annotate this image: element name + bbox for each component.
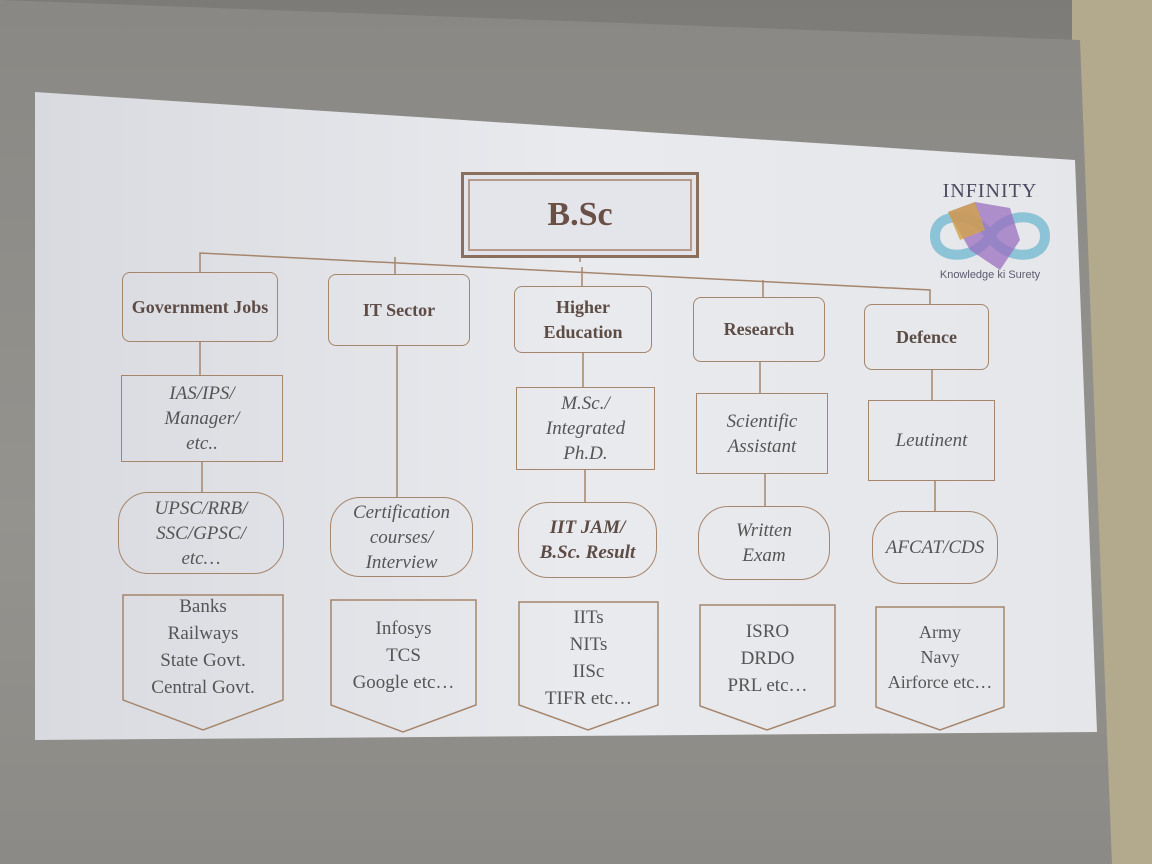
category-research: Research	[693, 297, 825, 362]
destination: PRL etc…	[727, 675, 808, 696]
destination: Airforce etc…	[887, 672, 993, 692]
destination: TCS	[386, 645, 421, 666]
destinations-research: ISRO DRDO PRL etc…	[700, 612, 835, 699]
destination-shape	[699, 604, 836, 731]
destination: Infosys	[375, 618, 432, 639]
destination-shape	[122, 594, 284, 731]
category-higher-education: Higher Education	[514, 286, 652, 353]
destination: Railways	[167, 623, 239, 644]
category-it-sector: IT Sector	[328, 274, 470, 346]
category-defence: Defence	[864, 304, 989, 370]
role-defence: Leutinent	[868, 400, 995, 481]
exam-defence: AFCAT/CDS	[872, 511, 998, 584]
destinations-defence: Army Navy Airforce etc…	[876, 614, 1004, 695]
destinations-it: Infosys TCS Google etc…	[331, 609, 476, 696]
destination: TIFR etc…	[544, 688, 633, 709]
infinity-logo-icon	[929, 202, 1051, 270]
destination-shape	[875, 606, 1005, 731]
exam-higher-education: IIT JAM/ B.Sc. Result	[518, 502, 657, 578]
role-government: IAS/IPS/ Manager/ etc..	[121, 375, 283, 462]
logo-title: INFINITY	[942, 180, 1038, 202]
exam-government: UPSC/RRB/ SSC/GPSC/ etc…	[118, 492, 284, 574]
exam-it-sector: Certification courses/ Interview	[330, 497, 473, 577]
destination: State Govt.	[160, 650, 246, 671]
destination: Navy	[920, 647, 960, 667]
role-research: Scientific Assistant	[696, 393, 828, 474]
destinations-government: Banks Railways State Govt. Central Govt.	[123, 594, 283, 698]
destination: Google etc…	[352, 672, 455, 693]
destination: Army	[919, 622, 961, 642]
logo-tagline: Knowledge ki Surety	[939, 269, 1041, 281]
destination: DRDO	[740, 648, 795, 669]
root-node: B.Sc	[461, 172, 699, 258]
destination: NITs	[569, 634, 608, 655]
destination-shape	[518, 601, 659, 731]
destination: IITs	[573, 607, 604, 628]
category-government-jobs: Government Jobs	[122, 272, 278, 342]
exam-research: Written Exam	[698, 506, 830, 580]
logo: INFINITY Knowledge ki Surety	[925, 180, 1055, 281]
destination: IISc	[572, 661, 605, 682]
destination: ISRO	[745, 621, 790, 642]
connector-bus	[199, 252, 931, 304]
destinations-higher-education: IITs NITs IISc TIFR etc…	[519, 598, 658, 712]
destination-shape	[330, 599, 477, 733]
destination: Central Govt.	[151, 677, 255, 698]
destination: Banks	[179, 596, 227, 617]
role-higher-education: M.Sc./ Integrated Ph.D.	[516, 387, 655, 470]
